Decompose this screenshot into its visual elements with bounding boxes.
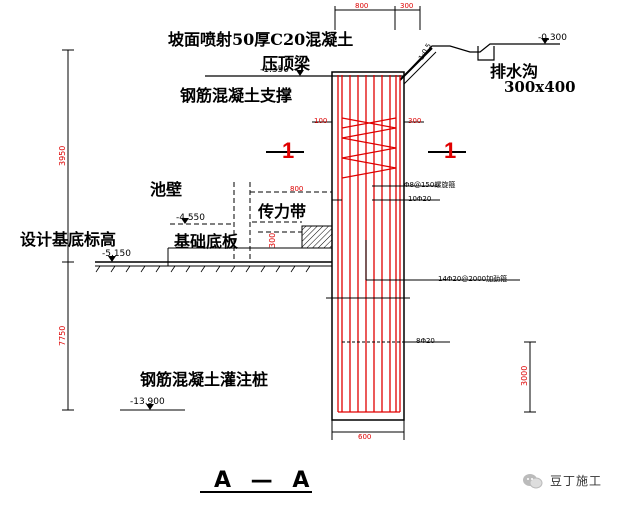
watermark-text: 豆丁施工 bbox=[550, 474, 603, 488]
drain-label: 排水沟 bbox=[490, 62, 539, 81]
section-mark-right: 1 bbox=[444, 138, 457, 163]
dim-left-upper: 3950 bbox=[58, 145, 67, 166]
dim-band-height: 300 bbox=[268, 232, 277, 248]
note-ring: 10Φ20 bbox=[408, 195, 432, 203]
slope-label: 坡面喷射50厚C20混凝土 bbox=[168, 30, 354, 49]
elev-base: -5.150 bbox=[102, 249, 132, 259]
dim-left-offset: 100 bbox=[314, 117, 328, 125]
wechat-icon bbox=[522, 473, 544, 489]
strut-label: 钢筋混凝土支撑 bbox=[180, 86, 293, 105]
top-ground-line bbox=[205, 43, 560, 77]
elev-pile-bottom: -13.900 bbox=[130, 397, 165, 407]
design-base-label: 设计基底标高 bbox=[20, 230, 117, 249]
elev-foundation: -4.550 bbox=[176, 213, 206, 223]
spiral-stirrup bbox=[341, 117, 397, 179]
foundation-label: 基础底板 bbox=[174, 232, 239, 251]
pool-wall-label: 池壁 bbox=[150, 180, 183, 199]
dim-right-lower: 3000 bbox=[520, 365, 529, 386]
dim-top-b: 300 bbox=[400, 2, 414, 10]
pile-outline bbox=[331, 71, 405, 421]
elev-top: -0.300 bbox=[538, 33, 568, 43]
note-stiffener: 14Φ20@2000加劲箍 bbox=[438, 275, 508, 283]
dim-top-a: 800 bbox=[355, 2, 369, 10]
note-bars: 8Φ20 bbox=[416, 337, 435, 345]
section-mark-left: 1 bbox=[282, 138, 295, 163]
drain-size-label: 300x400 bbox=[504, 78, 576, 96]
dim-left-lower: 7750 bbox=[58, 325, 67, 346]
section-title: A — A bbox=[214, 468, 316, 493]
watermark: 豆丁施工 bbox=[522, 472, 602, 489]
force-band bbox=[301, 225, 333, 249]
dim-band-width: 800 bbox=[290, 185, 304, 193]
dim-pile-width: 600 bbox=[358, 433, 372, 441]
soil-hatch bbox=[95, 265, 311, 273]
pile-label: 钢筋混凝土灌注桩 bbox=[140, 370, 269, 389]
pool-wall bbox=[170, 182, 332, 262]
drain-channel bbox=[477, 46, 495, 61]
crown-beam-label: 压顶梁 bbox=[262, 54, 311, 73]
elev-strut: -1.350 bbox=[260, 65, 290, 75]
note-stirrup: Φ8@150螺旋箍 bbox=[404, 181, 456, 189]
dim-right-offset: 300 bbox=[408, 117, 422, 125]
pile-rebar bbox=[337, 75, 401, 413]
force-band-label: 传力带 bbox=[258, 202, 307, 221]
